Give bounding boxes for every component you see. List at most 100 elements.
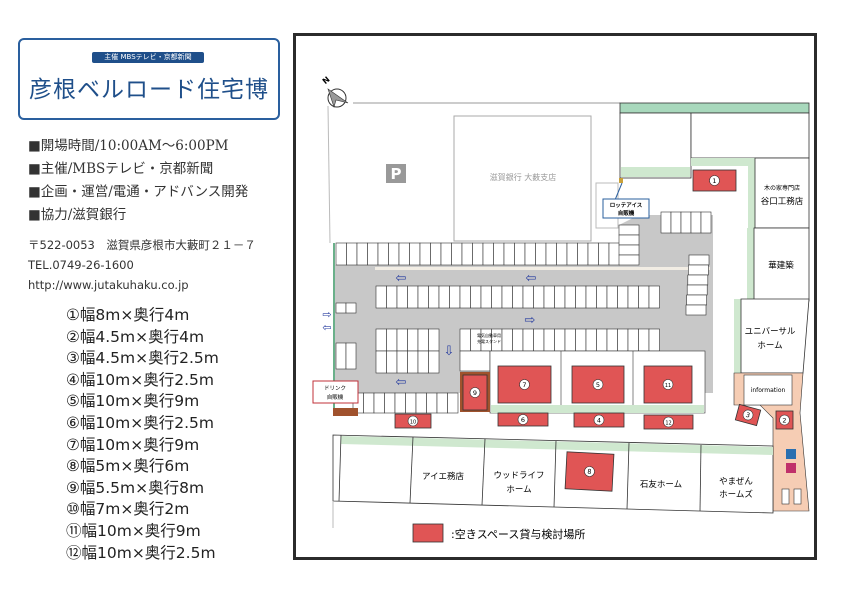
space-size-item: ⑩幅7m×奥行2m <box>66 500 190 519</box>
yamazen-label-2: ホームズ <box>719 489 753 500</box>
parking-stall <box>375 328 387 352</box>
address: 〒522-0053 滋賀県彦根市大藪町２１－７ <box>28 238 256 252</box>
parking-stall <box>564 285 576 309</box>
space-size-item: ②幅4.5m×奥行4m <box>66 327 205 346</box>
parking-stall <box>670 211 682 234</box>
parking-stall <box>470 285 482 309</box>
universal-label-2: ホーム <box>757 341 782 351</box>
rental-plot-5[interactable]: 5 <box>571 365 625 404</box>
parking-stall <box>459 328 471 352</box>
parking-stall <box>405 392 417 414</box>
parking-stall <box>335 342 347 370</box>
parking-stall <box>415 392 427 414</box>
parking-stall <box>564 328 576 352</box>
parking-stall <box>396 350 408 374</box>
kakenchiku-building <box>753 227 810 302</box>
rental-plot-3[interactable]: 3 <box>734 403 762 427</box>
parking-stall <box>386 328 398 352</box>
info-organizer: ■主催/MBSテレビ・京都新聞 <box>28 161 214 177</box>
parking-stall <box>501 328 513 352</box>
phone: TEL.0749-26-1600 <box>28 258 134 272</box>
parking-stall <box>407 285 419 309</box>
parking-stall <box>522 285 534 309</box>
parking-stall <box>398 242 410 266</box>
website-link[interactable]: http://www.jutakuhaku.co.jp <box>28 278 189 292</box>
rental-plot-12[interactable]: 12 <box>643 414 694 430</box>
plot-number-badge <box>519 379 530 390</box>
parking-stall <box>533 328 545 352</box>
sekiyu-label: 石友ホーム <box>640 479 682 490</box>
parking-stall <box>608 242 620 266</box>
rental-plot-1[interactable]: 1 <box>692 169 737 192</box>
parking-stall <box>512 328 524 352</box>
parking-stall <box>417 285 429 309</box>
parking-stall <box>373 392 385 414</box>
parking-stall <box>688 254 710 266</box>
parking-stall <box>386 285 398 309</box>
parking-stall <box>533 285 545 309</box>
lotte-vending-callout <box>602 198 650 219</box>
plot-number: 6 <box>521 416 525 424</box>
parking-stall <box>648 328 660 352</box>
kakenchiku-label: 華建築 <box>768 260 794 271</box>
svg-text:⇦: ⇦ <box>526 271 537 286</box>
svg-text:⇦: ⇦ <box>322 321 331 334</box>
universal-label-1: ユニバーサル <box>745 327 796 337</box>
parking-stall <box>680 211 692 234</box>
plot-number: 7 <box>522 381 526 389</box>
parking-stall <box>575 285 587 309</box>
rental-plot-8[interactable]: 8 <box>564 451 615 492</box>
parking-stall <box>501 285 513 309</box>
restroom-female-icon <box>786 463 796 473</box>
parking-stall <box>388 242 400 266</box>
woodlife-label-1: ウッドライフ <box>493 471 544 481</box>
parking-stall <box>409 242 421 266</box>
parking-stall <box>688 264 709 276</box>
parking-stall <box>545 242 557 266</box>
parking-stall <box>638 285 650 309</box>
parking-stall <box>685 304 707 316</box>
drink-label-2: 自販機 <box>327 393 344 401</box>
restroom-male-icon <box>786 449 796 459</box>
parking-stall <box>627 328 639 352</box>
parking-stall <box>566 242 578 266</box>
drink-label-1: ドリンク <box>324 385 346 392</box>
taniguchi-label-1: 木の家専門店 <box>764 184 800 192</box>
rental-plot-7[interactable]: 7 <box>497 365 552 404</box>
rental-plot-10[interactable]: 10 <box>394 413 432 429</box>
rental-plot-6[interactable]: 6 <box>497 412 549 427</box>
rental-plot-4[interactable]: 4 <box>573 412 625 428</box>
space-size-item: ④幅10m×奥行2.5m <box>66 370 214 389</box>
parking-stall <box>436 392 448 414</box>
rental-plot-9[interactable]: 9 <box>462 374 488 411</box>
space-size-item: ⑤幅10m×奥行9m <box>66 392 200 411</box>
svg-text:⇨: ⇨ <box>322 308 331 321</box>
rental-plot-2[interactable]: 2 <box>775 410 794 430</box>
bank-building <box>453 115 592 242</box>
parking-label: P <box>391 165 402 183</box>
parking-stall <box>438 285 450 309</box>
parking-stall <box>345 302 357 314</box>
plot-number-badge <box>407 415 419 427</box>
parking-stall <box>363 392 375 414</box>
plot-number-badge <box>662 379 674 390</box>
parking-stall <box>514 242 526 266</box>
parking-stall <box>440 242 452 266</box>
parking-stall <box>419 242 431 266</box>
taniguchi-building <box>754 157 810 229</box>
parking-stall <box>617 328 629 352</box>
info-planning: ■企画・運営/電通・アドバンス開発 <box>28 184 249 200</box>
parking-stalls <box>335 211 712 414</box>
svg-text:⇨: ⇨ <box>525 313 536 328</box>
parking-stall <box>396 285 408 309</box>
parking-stall <box>618 224 640 236</box>
parking-icon <box>386 164 406 183</box>
parking-stall <box>417 350 429 374</box>
parking-stall <box>461 242 473 266</box>
parking-stall <box>575 328 587 352</box>
parking-stall <box>472 242 484 266</box>
lotte-label-1: ロッテアイス <box>610 202 643 209</box>
woodlife-label-2: ホーム <box>506 485 531 495</box>
rental-plot-11[interactable]: 11 <box>643 365 693 404</box>
parking-stall <box>598 242 610 266</box>
